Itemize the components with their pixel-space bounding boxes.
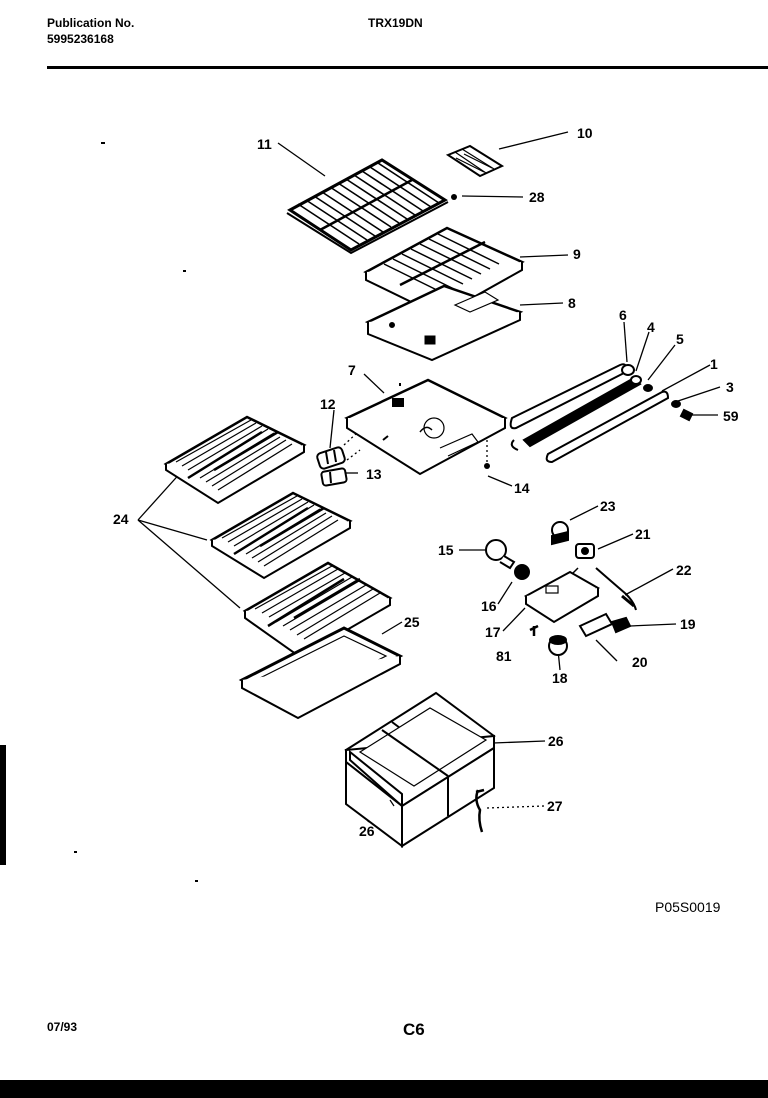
- crisper-cover: [238, 626, 404, 720]
- drawing-id: P05S0019: [655, 899, 721, 915]
- freezer-floor-panel: [364, 284, 524, 362]
- light-assembly: [485, 521, 637, 656]
- crisper-drawers: [344, 691, 496, 848]
- callout-81: 81: [496, 648, 512, 664]
- callout-24: 24: [113, 511, 129, 527]
- callout-28: 28: [529, 189, 545, 205]
- callout-14: 14: [514, 480, 530, 496]
- leader-lines: [137, 131, 721, 823]
- callout-21: 21: [635, 526, 651, 542]
- callout-8: 8: [568, 295, 576, 311]
- callout-5: 5: [676, 331, 684, 347]
- callout-1: 1: [710, 356, 718, 372]
- divider-panel: [344, 378, 508, 476]
- damper-control-13: [320, 467, 348, 487]
- callout-10: 10: [577, 125, 593, 141]
- callout-20: 20: [632, 654, 648, 670]
- callout-27: 27: [547, 798, 563, 814]
- callout-9: 9: [573, 246, 581, 262]
- callout-22: 22: [676, 562, 692, 578]
- screw-14: [484, 463, 490, 469]
- callout-labels: 11 10 28 9 8 7 6 4 5 1 3 59 12 13 14 24 …: [113, 125, 739, 839]
- publication-label: Publication No.: [47, 16, 135, 30]
- bottom-scan-bar: [0, 1080, 768, 1098]
- callout-26a: 26: [548, 733, 564, 749]
- page-id: C6: [403, 1020, 425, 1039]
- revision-date: 07/93: [47, 1020, 78, 1034]
- callout-59: 59: [723, 408, 739, 424]
- scan-specks: [74, 142, 401, 882]
- callout-13: 13: [366, 466, 382, 482]
- scan-edge-mark: [0, 745, 6, 865]
- model-number: TRX19DN: [368, 16, 423, 30]
- callout-26b: 26: [359, 823, 375, 839]
- callout-17: 17: [485, 624, 501, 640]
- ice-tray: [445, 144, 505, 178]
- callout-18: 18: [552, 670, 568, 686]
- callout-15: 15: [438, 542, 454, 558]
- header-rule: [47, 66, 768, 69]
- callout-25: 25: [404, 614, 420, 630]
- glass-shelf-1: [163, 415, 307, 505]
- shelf-support-rails: [509, 363, 694, 464]
- callout-4: 4: [647, 319, 655, 335]
- callout-7: 7: [348, 362, 356, 378]
- publication-number: 5995236168: [47, 32, 114, 46]
- callout-11: 11: [257, 136, 272, 152]
- freezer-wire-shelf: [286, 158, 449, 255]
- glass-shelf-2: [209, 491, 353, 580]
- callout-3: 3: [726, 379, 734, 395]
- callout-23: 23: [600, 498, 616, 514]
- callout-16: 16: [481, 598, 497, 614]
- fastener-28: [451, 194, 457, 200]
- drawer-clip: [475, 788, 485, 833]
- damper-control-12: [316, 446, 346, 470]
- callout-12: 12: [320, 396, 336, 412]
- callout-6: 6: [619, 307, 627, 323]
- callout-19: 19: [680, 616, 696, 632]
